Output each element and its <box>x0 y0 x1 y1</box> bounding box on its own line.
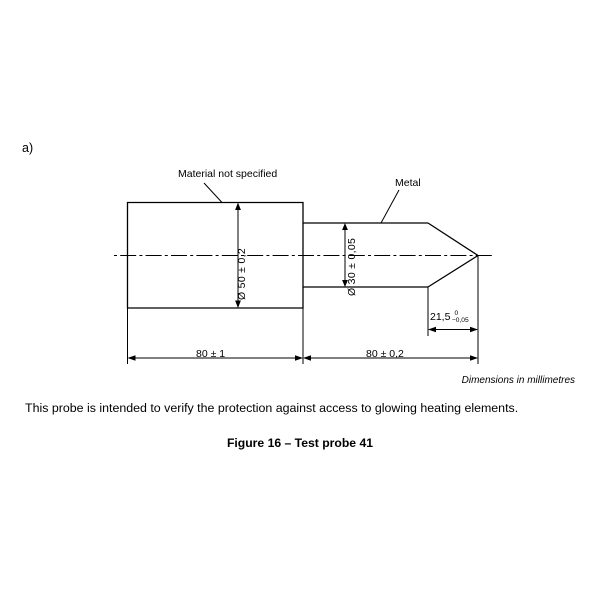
figure-body-text: This probe is intended to verify the pro… <box>25 401 519 415</box>
metal-leader-line <box>380 189 400 224</box>
material-leader-line <box>203 182 223 203</box>
diameter-30-label: Ø 30 ± 0,05 <box>346 237 358 296</box>
diameter-30-dimension <box>342 223 348 287</box>
diameter-50-dimension <box>235 202 241 308</box>
length-80-shaft-label: 80 ± 0,2 <box>366 348 404 360</box>
cone-length-tolerance: 0−0,05 <box>452 310 469 324</box>
length-80-handle-dimension <box>127 355 303 361</box>
item-enumeration-label: a) <box>22 141 34 155</box>
metal-annotation-label: Metal <box>395 177 421 189</box>
shaft-body-outline <box>303 222 428 288</box>
figure-caption: Figure 16 – Test probe 41 <box>226 436 374 450</box>
length-80-shaft-dimension <box>303 355 478 361</box>
diameter-50-label: Ø 50 ± 0,2 <box>236 248 248 300</box>
cone-tolerance-lower: −0,05 <box>451 316 469 324</box>
cone-tolerance-upper: 0 <box>454 309 459 317</box>
units-note: Dimensions in millimetres <box>461 375 575 386</box>
cone-length-nominal: 21,5 <box>430 310 451 323</box>
cone-length-dimension <box>428 326 478 333</box>
length-80-handle-label: 80 ± 1 <box>196 348 226 360</box>
material-annotation-label: Material not specified <box>178 168 278 180</box>
dimension-extension-lines <box>127 202 479 364</box>
